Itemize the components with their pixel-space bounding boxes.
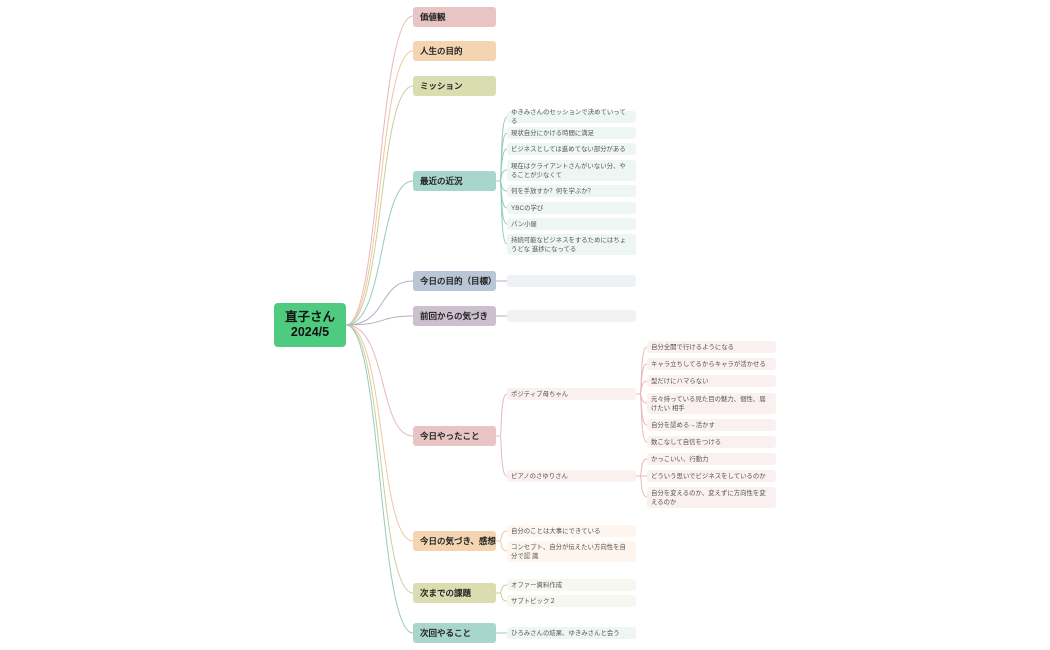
piano-item[interactable]: 自分を変えるのか、変えずに方向性を変えるのか	[647, 487, 776, 508]
done-sub-positive[interactable]: ポジティブ母ちゃん	[507, 388, 636, 400]
positive-item[interactable]: キャラ立ちしてるからキャラが活かせる	[647, 358, 776, 370]
recent-item[interactable]: YBCの学び	[507, 202, 636, 214]
task-item[interactable]: サブトピック２	[507, 595, 636, 607]
done-sub-piano[interactable]: ピアノのさゆりさん	[507, 470, 636, 482]
branch-mission[interactable]: ミッション	[413, 76, 496, 96]
root-node[interactable]: 直子さん 2024/5	[274, 303, 346, 347]
piano-item[interactable]: かっこいい、行動力	[647, 453, 776, 465]
piano-item[interactable]: どういう思いでビジネスをしているのか	[647, 470, 776, 482]
positive-item[interactable]: 元々持っている見た目の魅力、個性、届けたい 相手	[647, 393, 776, 414]
branch-recent[interactable]: 最近の近況	[413, 171, 496, 191]
recent-item[interactable]: ゆきみさんのセッションで決めていってる	[507, 109, 636, 125]
branch-today-goal[interactable]: 今日の目的（目標）	[413, 271, 497, 291]
today-goal-placeholder[interactable]	[507, 275, 636, 287]
branch-next-todo[interactable]: 次回やること	[413, 623, 496, 643]
root-name: 直子さん	[284, 310, 335, 324]
positive-item[interactable]: 自分全開で行けるようになる	[647, 341, 776, 353]
task-item[interactable]: オファー資料作成	[507, 579, 636, 591]
recent-item[interactable]: 持続可能なビジネスをするためにはちょうどな 進捗になってる	[507, 234, 636, 255]
branch-today-done[interactable]: 今日やったこと	[413, 426, 496, 446]
recent-item[interactable]: 何を手放すか？何を学ぶか？	[507, 185, 636, 197]
branch-life-purpose[interactable]: 人生の目的	[413, 41, 496, 61]
positive-item[interactable]: 型だけにハマらない	[647, 375, 776, 387]
branch-since-last[interactable]: 前回からの気づき	[413, 306, 496, 326]
branch-today-insight[interactable]: 今日の気づき、感想	[413, 531, 496, 551]
positive-item[interactable]: 自分を認める→活かす	[647, 419, 776, 431]
since-last-placeholder[interactable]	[507, 310, 636, 322]
positive-item[interactable]: 数こなして自信をつける	[647, 436, 776, 448]
insight-item[interactable]: 自分のことは大事にできている	[507, 525, 636, 537]
recent-item[interactable]: 現在はクライアントさんがいない分、やることが少なくて	[507, 160, 636, 181]
recent-item[interactable]: ビジネスとしては進めてない部分がある	[507, 143, 636, 155]
todo-item[interactable]: ひろみさんの結果、ゆきみさんと会う	[507, 627, 636, 639]
branch-next-task[interactable]: 次までの課題	[413, 583, 496, 603]
insight-item[interactable]: コンセプト、自分が伝えたい方向性を自分で認 識	[507, 541, 636, 562]
recent-item[interactable]: 現状自分にかける時間に満足	[507, 127, 636, 139]
branch-values[interactable]: 価値観	[413, 7, 496, 27]
recent-item[interactable]: パン小屋	[507, 218, 636, 230]
root-date: 2024/5	[290, 325, 330, 339]
